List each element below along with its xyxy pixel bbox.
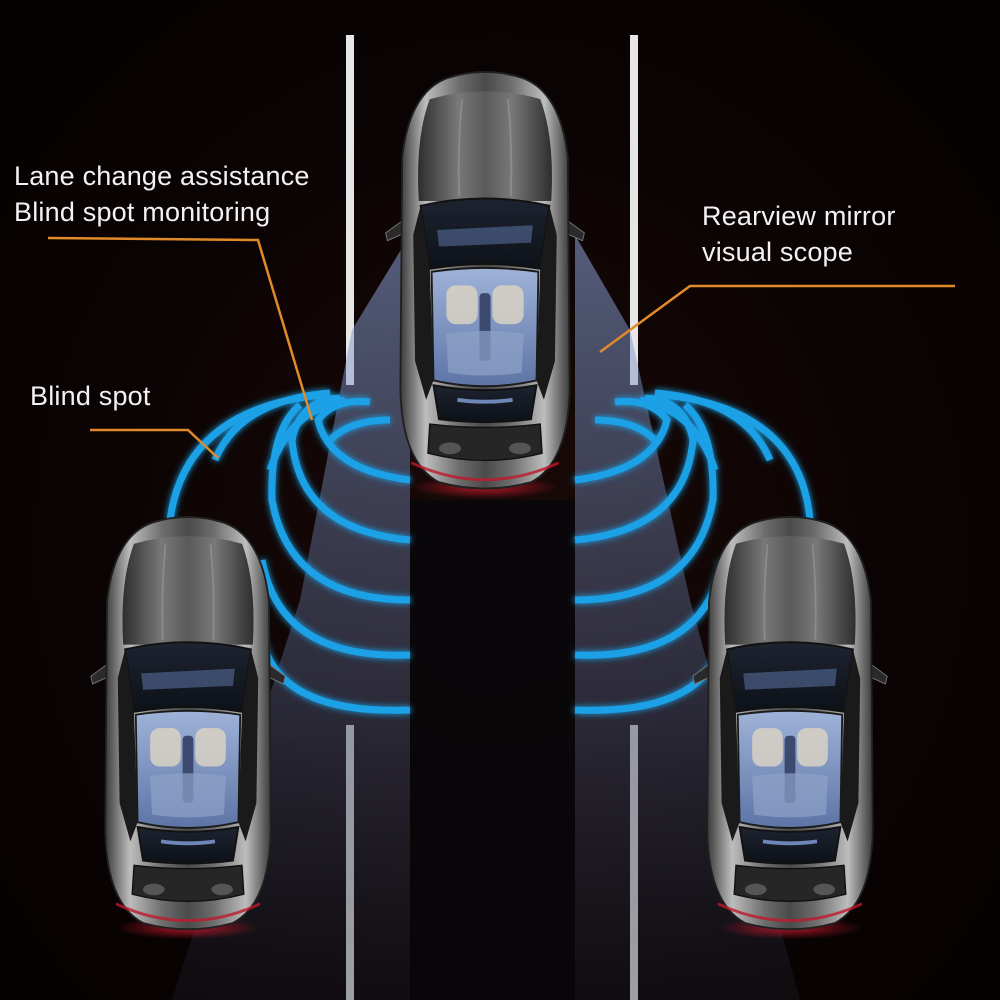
leader-lines: [47, 236, 955, 459]
label-rearview-line1: Rearview mirror: [702, 201, 896, 231]
car-top-view-icon-left: [88, 514, 288, 942]
car-top-view-icon: [383, 70, 587, 501]
label-blind-spot: Blind spot: [30, 381, 151, 411]
label-lane-change: Lane change assistance: [14, 161, 310, 191]
label-blind-spot-monitoring: Blind spot monitoring: [14, 197, 271, 227]
car-top-view-icon-right: [690, 514, 890, 942]
label-rearview-line2: visual scope: [702, 237, 853, 267]
